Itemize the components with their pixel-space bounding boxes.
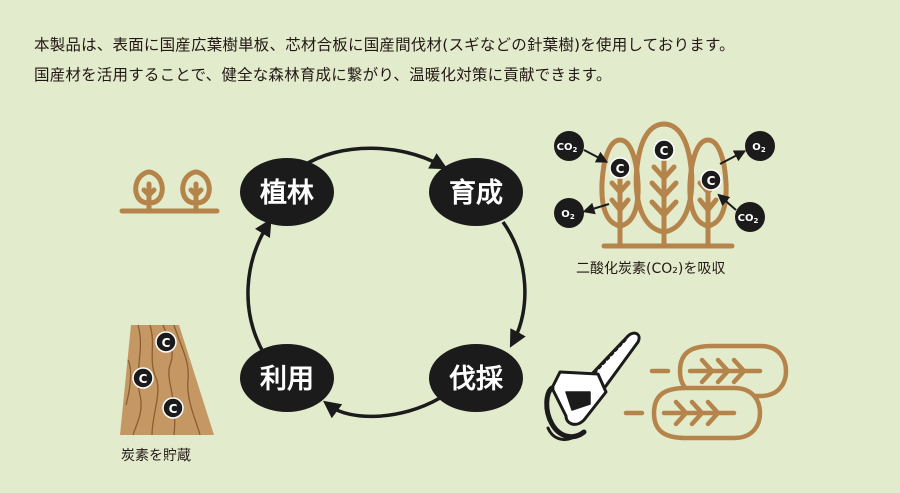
intro-line-1: 本製品は、表面に国産広葉樹単板、芯材合板に国産間伐材(スギなどの針葉樹)を使用し…	[34, 36, 735, 54]
carbon-atom	[653, 139, 675, 161]
subscript-2: 2	[572, 146, 577, 154]
node-using: 利用	[240, 344, 334, 412]
arrow-using-to-planting	[246, 218, 272, 353]
carbon-atom	[155, 331, 177, 353]
co2-absorption-caption: 二酸化炭素(CO₂)を吸収	[576, 261, 726, 277]
forest-carbon-atoms: C C C	[609, 139, 722, 191]
subscript-2: 2	[753, 217, 758, 225]
carbon-label: C	[707, 174, 716, 188]
carbon-atom	[132, 367, 154, 389]
intro-line-2: 国産材を活用することで、健全な森林育成に繋がり、温暖化対策に貢献できます。	[34, 66, 612, 84]
carbon-atom	[700, 169, 722, 191]
carbon-atom	[609, 157, 631, 179]
forest-icon	[599, 121, 735, 249]
label-growing: 育成	[449, 177, 503, 209]
carbon-label: C	[162, 336, 171, 350]
co2-molecule-in-right: CO2	[735, 202, 765, 232]
arrow-planting-to-growing	[302, 146, 448, 170]
arrow-harvesting-to-using	[322, 396, 441, 419]
arrow-growing-to-harvesting	[501, 220, 527, 348]
co2-molecule-in-left: CO2	[554, 131, 584, 161]
svg-text:CO2: CO2	[738, 213, 759, 225]
carbon-label: C	[616, 162, 625, 176]
o2-molecule-out-right: O2	[745, 131, 775, 161]
subscript-2: 2	[570, 213, 575, 221]
carbon-label: C	[139, 372, 148, 386]
felled-logs-icon	[623, 343, 789, 441]
o2-text: O	[561, 209, 570, 220]
cycle-arrows	[246, 146, 527, 419]
chainsaw-icon	[544, 331, 641, 442]
label-planting: 植林	[260, 177, 314, 209]
wood-board-icon: C C C	[120, 324, 214, 436]
carbon-storage-caption: 炭素を貯蔵	[121, 448, 191, 464]
intro-text: 本製品は、表面に国産広葉樹単板、芯材合板に国産間伐材(スギなどの針葉樹)を使用し…	[34, 30, 884, 90]
node-growing: 育成	[429, 158, 523, 226]
subscript-2: 2	[761, 146, 766, 154]
gas-flow-arrows	[582, 149, 747, 215]
svg-text:CO2: CO2	[557, 142, 578, 154]
sapling-icon	[119, 169, 220, 214]
o2-text: O	[752, 142, 761, 153]
node-harvesting: 伐採	[429, 344, 523, 412]
o2-molecule-out-left: O2	[554, 198, 584, 228]
co2-text: CO	[738, 213, 754, 224]
node-planting: 植林	[240, 158, 334, 226]
carbon-label: C	[660, 144, 669, 158]
carbon-label: C	[169, 402, 178, 416]
carbon-atom	[162, 397, 184, 419]
label-using: 利用	[260, 364, 314, 395]
co2-text: CO	[557, 142, 573, 153]
label-harvesting: 伐採	[449, 364, 504, 395]
svg-text:O2: O2	[752, 142, 766, 154]
svg-text:O2: O2	[561, 209, 575, 221]
